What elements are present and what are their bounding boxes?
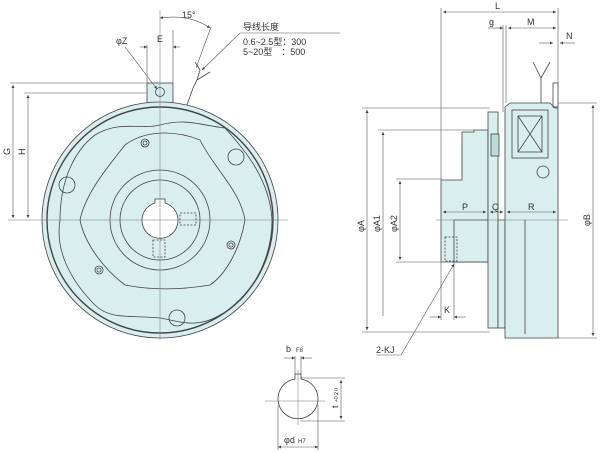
front-view: E 15° φZ G H 导线长度 0.6~2.5型：300 5~20型 ：50… <box>2 10 340 340</box>
tol-t: +0.2 0 <box>334 388 340 402</box>
label-l: L <box>495 1 500 11</box>
label-phiz: φZ <box>116 36 128 46</box>
angle-label: 15° <box>182 10 196 20</box>
bolt-holes <box>58 138 245 327</box>
label-phia2: φA2 <box>389 215 399 232</box>
lead-wire-line1: 0.6~2.5型：300 <box>243 37 306 47</box>
lead-wire-title: 导线长度 <box>243 21 279 32</box>
lead-wire-line2: 5~20型 ：500 <box>243 47 305 57</box>
label-phia1: φA1 <box>372 215 382 232</box>
label-q: Q <box>492 202 499 212</box>
label-g-gap: g <box>489 17 494 27</box>
armature-plate <box>58 121 273 324</box>
label-r: R <box>528 202 535 212</box>
label-p: P <box>462 202 468 212</box>
label-phia: φA <box>356 220 366 232</box>
label-h: H <box>17 149 27 156</box>
label-g: G <box>2 148 12 155</box>
tol-d: H7 <box>298 439 306 445</box>
lead-wire <box>186 61 211 106</box>
label-e: E <box>157 34 163 44</box>
label-d: φd <box>284 435 295 445</box>
shaft-detail: b F8 t +0.2 0 φd H7 <box>265 344 345 450</box>
label-2kj: 2-KJ <box>376 345 395 355</box>
label-k: K <box>444 305 450 315</box>
label-m: M <box>527 17 535 27</box>
label-n: N <box>566 31 573 41</box>
lead-wire-side <box>532 61 551 103</box>
side-view: L g M N P Q R φA φA1 φA2 φB <box>356 1 597 356</box>
label-b: b <box>286 344 291 354</box>
tol-b: F8 <box>296 348 304 354</box>
field-housing <box>504 102 559 339</box>
label-t: t <box>330 405 340 408</box>
label-phib: φB <box>582 214 592 226</box>
